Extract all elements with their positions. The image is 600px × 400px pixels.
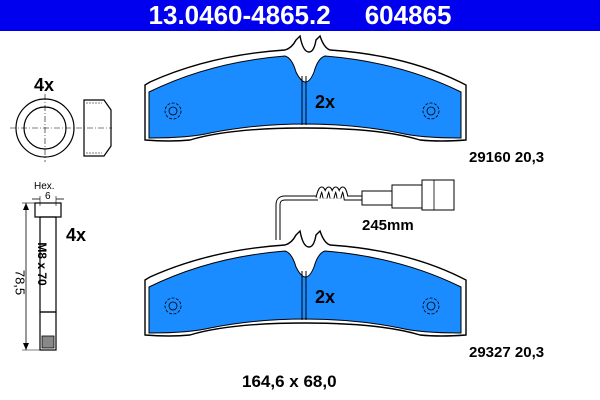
rivet-icon-left — [164, 102, 182, 120]
bolt-hex-size: 6 — [45, 191, 51, 202]
bolt-quantity: 4x — [66, 225, 87, 245]
bolt-icon — [22, 196, 64, 351]
bolt-thread: M8 x 70 — [35, 242, 49, 286]
rivet-icon-right — [422, 297, 440, 315]
bolt-length: 78,5 — [12, 269, 28, 296]
brake-pad-bottom — [144, 230, 467, 337]
reference-number: 604865 — [364, 0, 452, 30]
sensor-length: 245mm — [362, 217, 414, 234]
rivet-icon-right — [422, 102, 440, 120]
bushing-quantity: 4x — [34, 75, 55, 95]
pad-bottom-part-info: 29327 20,3 — [469, 344, 545, 361]
article-number: 13.0460-4865.2 — [148, 0, 331, 30]
pad-bottom-quantity: 2x — [315, 287, 336, 307]
pad-dimensions: 164,6 x 68,0 — [242, 372, 337, 391]
pad-top-part-info: 29160 20,3 — [469, 149, 545, 166]
brake-pad-top — [144, 35, 467, 142]
rivet-icon-left — [164, 297, 182, 315]
wear-sensor-icon — [275, 179, 455, 240]
bolt-hex-label: Hex. — [34, 181, 55, 192]
pad-top-quantity: 2x — [315, 92, 336, 112]
title-bar: 13.0460-4865.2 604865 — [0, 0, 600, 31]
bushing-icon — [10, 94, 112, 162]
